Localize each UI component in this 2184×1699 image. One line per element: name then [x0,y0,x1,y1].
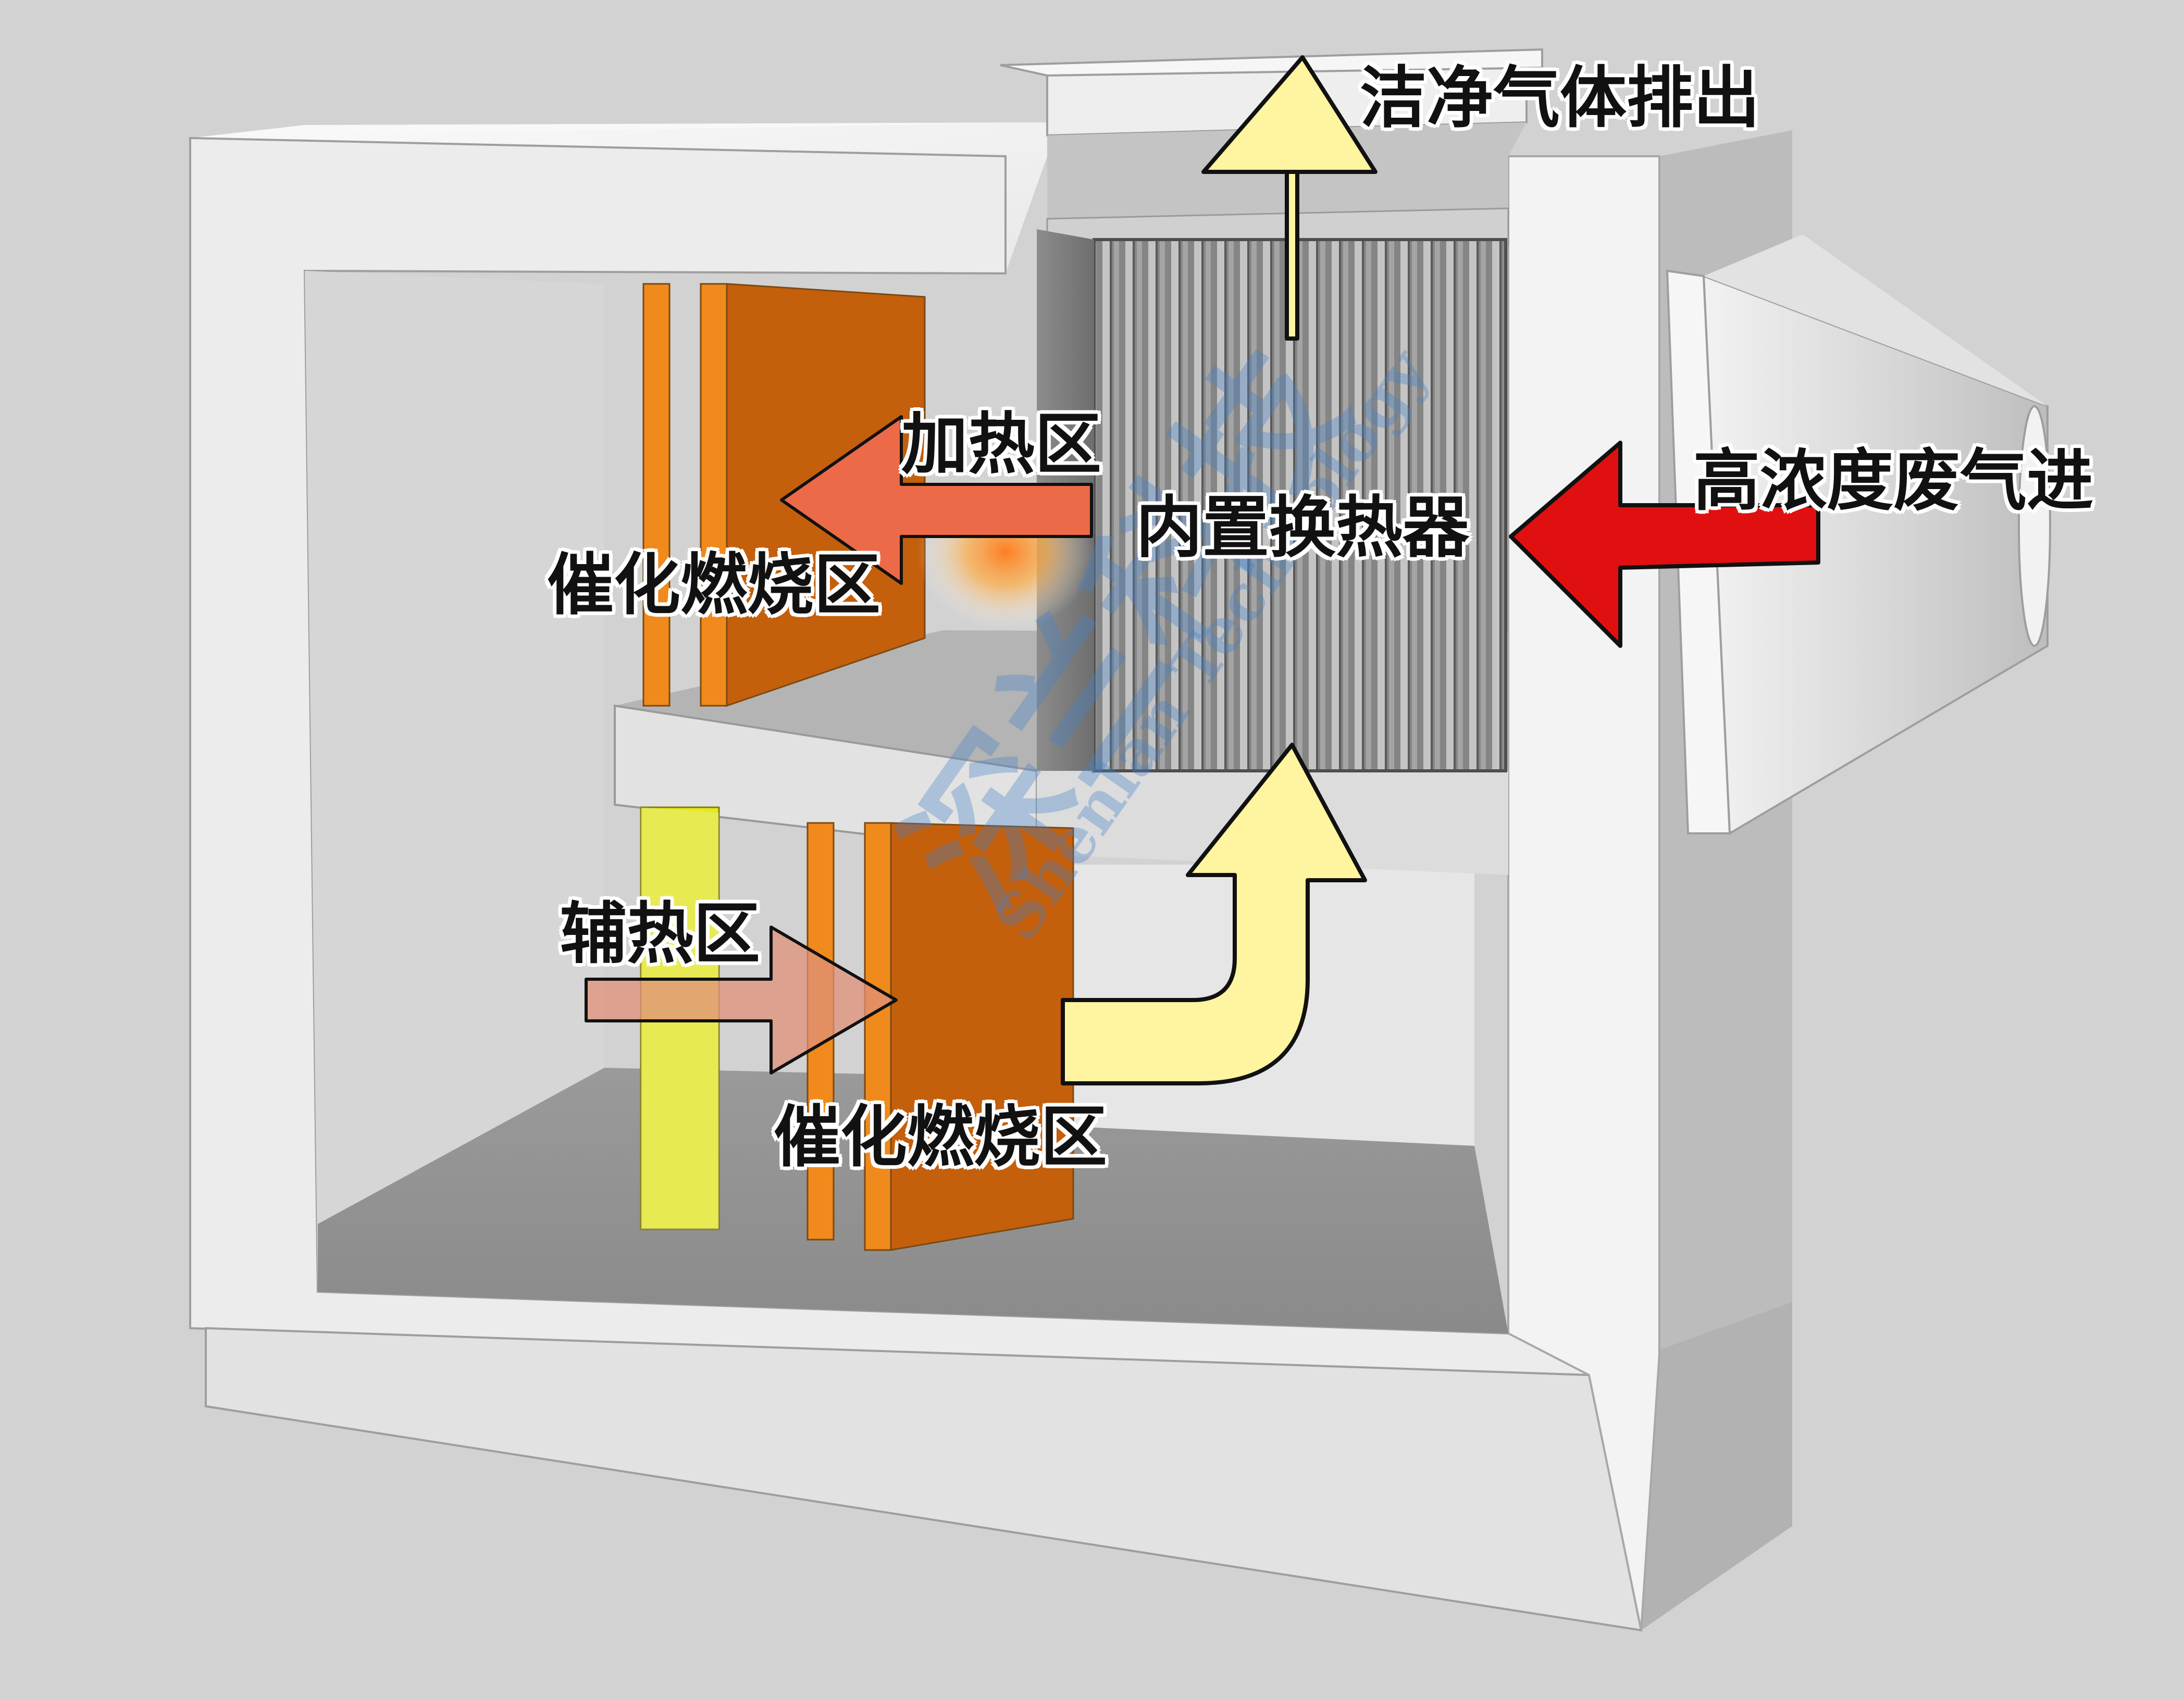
heating-zone-label: 加热区 [901,406,1102,483]
heat-exchanger-label: 内置换热器 [1136,489,1470,567]
upper-catalyst-plate-2 [700,283,728,707]
elbow-flow-arrow [1061,743,1367,1085]
clean-exhaust-label: 洁净气体排出 [1360,59,1760,137]
lower-catalyst-plate-2 [864,822,892,1251]
aux-heat-arrow [585,926,898,1075]
inlet-arrow [1509,441,1820,648]
upper-catalyst-plate-1 [642,283,671,707]
clean-exhaust-arrow [1201,55,1378,341]
exhaust-duct-flange [1000,48,1543,77]
inlet-label: 高浓度废气进 [1693,442,2094,520]
inlet-duct-mouth [2018,405,2051,647]
heating-arrow [780,415,1093,585]
inlet-duct-top [1704,234,2047,406]
housing-base [205,1327,1643,1632]
lower-catalytic-zone-label: 催化燃烧区 [774,1098,1108,1176]
heat-exchanger-core [1094,240,1506,771]
aux-heat-zone-label: 辅热区 [560,895,761,973]
upper-catalytic-zone-label: 催化燃烧区 [547,546,881,624]
housing-top-edge [190,122,1047,138]
lower-catalyst-block [890,822,1074,1251]
inner-left-wall [305,271,604,1292]
